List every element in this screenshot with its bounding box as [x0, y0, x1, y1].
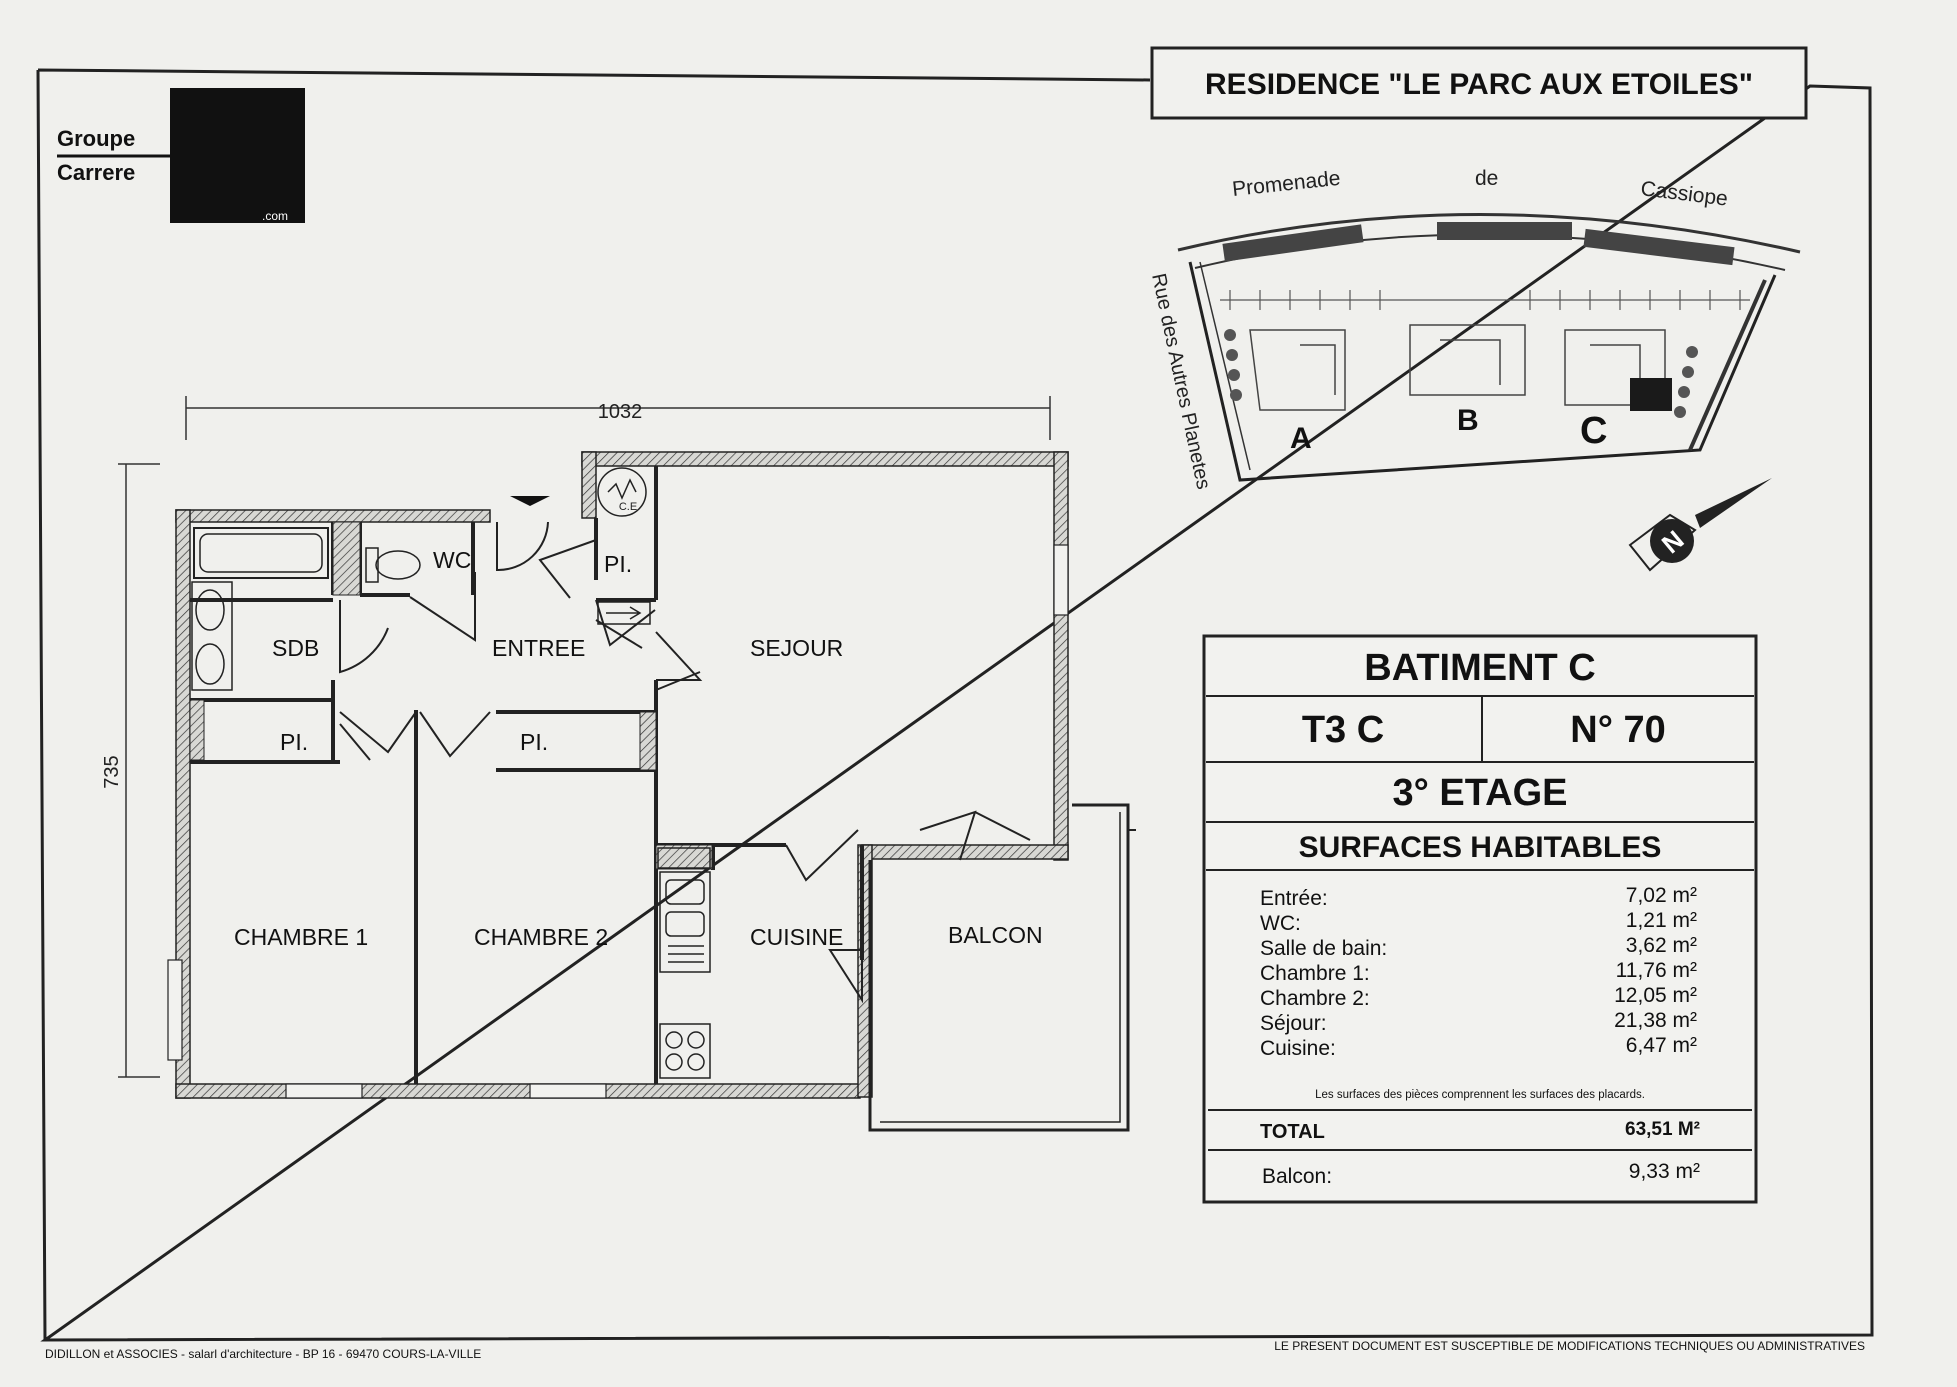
balcony-outline — [868, 803, 1136, 1132]
logo-line-2: Carrere — [57, 160, 135, 185]
electric-meter-icon: C.E — [597, 467, 647, 517]
entrance-marker-icon — [510, 496, 550, 506]
dimension-height: 735 — [101, 463, 160, 1078]
room-pl-ch2: PI. — [520, 729, 548, 755]
surface-value: 11,76 m² — [1616, 959, 1697, 982]
cooktop-icon — [659, 1023, 711, 1079]
surfaces-note: Les surfaces des pièces comprennent les … — [1315, 1089, 1645, 1101]
surface-value: 21,38 m² — [1614, 1009, 1697, 1032]
info-number: N° 70 — [1570, 709, 1665, 751]
drawing-frame — [36, 68, 1874, 1342]
room-wc: WC — [433, 547, 471, 573]
room-entree: ENTREE — [492, 635, 585, 661]
compass-icon: N — [1628, 478, 1772, 572]
info-floor: 3° ETAGE — [1393, 772, 1568, 814]
logo: Groupe Carrere .com — [57, 88, 305, 223]
washbasin-icon — [191, 581, 233, 691]
room-balcon: BALCON — [948, 922, 1043, 948]
logo-suffix: .com — [262, 209, 288, 223]
room-sdb: SDB — [272, 635, 319, 661]
balcon-label: Balcon: — [1262, 1165, 1332, 1188]
surface-label: Cuisine: — [1260, 1037, 1336, 1060]
apartment-walls — [167, 451, 1069, 1099]
residence-title-box: RESIDENCE "LE PARC AUX ETOILES" — [1150, 46, 1808, 120]
surfaces-list: Entrée: 7,02 m² WC: 1,21 m² Salle de bai… — [1260, 884, 1697, 1060]
footer-left: DIDILLON et ASSOCIES - salarl d'architec… — [45, 1347, 481, 1361]
room-pl-entry: PI. — [604, 551, 632, 577]
building-c-label: C — [1580, 410, 1607, 452]
surface-value: 3,62 m² — [1626, 934, 1697, 957]
logo-line-1: Groupe — [57, 126, 135, 151]
surface-label: WC: — [1260, 912, 1301, 935]
street-top-2: de — [1475, 167, 1498, 190]
door-swings — [339, 521, 1031, 1004]
room-chambre1: CHAMBRE 1 — [234, 924, 368, 950]
bathtub-icon — [193, 527, 329, 579]
info-building: BATIMENT C — [1364, 647, 1596, 689]
ce-label: C.E — [619, 501, 637, 513]
residence-title: RESIDENCE "LE PARC AUX ETOILES" — [1205, 68, 1753, 101]
toilet-icon — [365, 547, 421, 583]
total-value: 63,51 M² — [1625, 1119, 1700, 1140]
panel-icon — [597, 601, 651, 625]
total-label: TOTAL — [1260, 1121, 1325, 1143]
kitchen-counter — [657, 847, 711, 973]
room-labels: WC PI. SDB ENTREE SEJOUR PI. PI. CHAMBRE… — [234, 547, 1043, 950]
footer-right: LE PRESENT DOCUMENT EST SUSCEPTIBLE DE M… — [1274, 1339, 1865, 1353]
surface-label: Entrée: — [1260, 887, 1328, 910]
room-cuisine: CUISINE — [750, 924, 843, 950]
surface-value: 12,05 m² — [1614, 984, 1697, 1007]
building-b-label: B — [1457, 404, 1479, 437]
building-a-label: A — [1290, 422, 1312, 455]
info-type: T3 C — [1302, 709, 1384, 751]
surface-label: Chambre 1: — [1260, 962, 1370, 985]
room-pl-sdb: PI. — [280, 729, 308, 755]
logo-square — [170, 88, 305, 223]
dimension-width: 1032 — [185, 396, 1051, 440]
surface-label: Séjour: — [1260, 1012, 1327, 1035]
surface-value: 7,02 m² — [1626, 884, 1697, 907]
surface-label: Salle de bain: — [1260, 937, 1387, 960]
sink-icon — [665, 879, 705, 963]
dimension-height-label: 735 — [101, 755, 123, 788]
surface-label: Chambre 2: — [1260, 987, 1370, 1010]
room-sejour: SEJOUR — [750, 635, 843, 661]
dimension-width-label: 1032 — [598, 401, 643, 423]
balcon-value: 9,33 m² — [1629, 1160, 1700, 1183]
info-heading: SURFACES HABITABLES — [1299, 831, 1662, 864]
surface-value: 1,21 m² — [1626, 909, 1697, 932]
info-box: BATIMENT C T3 C N° 70 3° ETAGE SURFACES … — [1202, 634, 1758, 1204]
room-chambre2: CHAMBRE 2 — [474, 924, 608, 950]
surface-value: 6,47 m² — [1626, 1034, 1697, 1057]
